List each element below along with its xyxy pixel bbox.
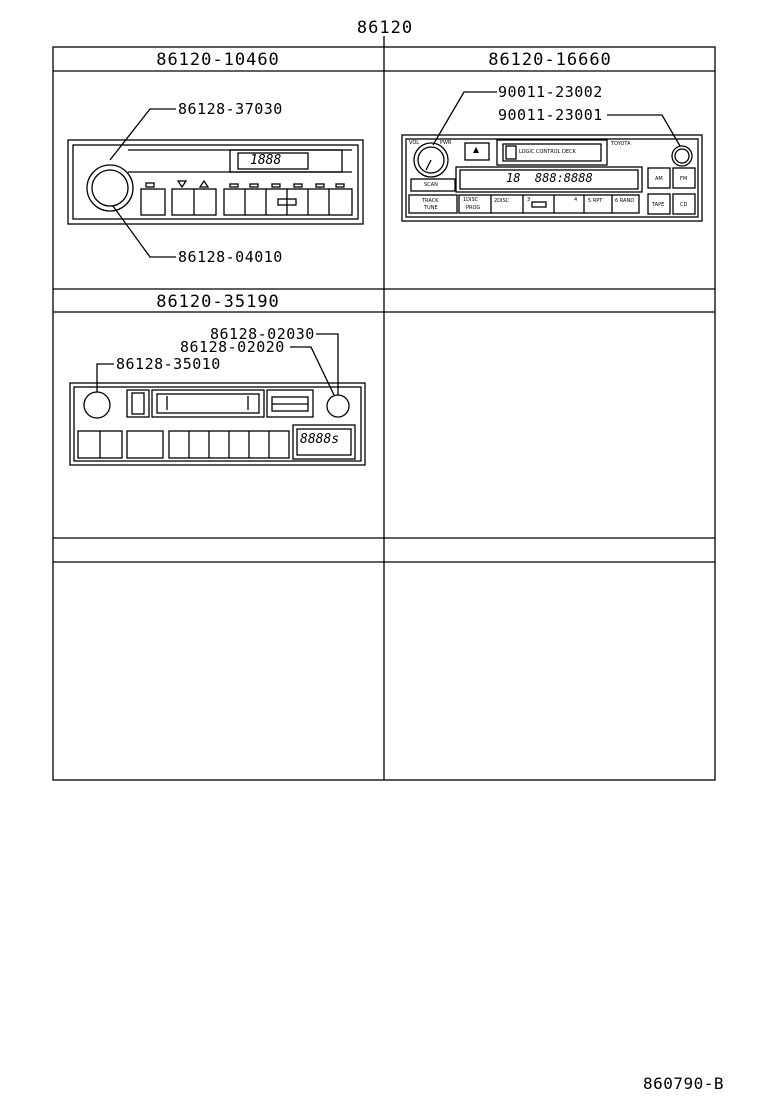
- radio2-disc-label: 1DISC: [463, 197, 479, 203]
- radio2-prog-label: PROG: [466, 205, 481, 211]
- header-top-right: 86120-16660: [488, 50, 612, 70]
- radio2-pwr-label: PWR: [440, 140, 452, 146]
- callout-86128-02020: 86128-02020: [180, 338, 285, 356]
- callout-90011-23002: 90011-23002: [498, 83, 603, 101]
- callout-86128-02030: 86128-02030: [210, 325, 315, 343]
- radio2-tune-label: TUNE: [424, 205, 438, 211]
- radio2-btn5-label: 5 RPT: [588, 198, 603, 204]
- leader-lines-10460: [109, 108, 176, 258]
- callout-86128-37030: 86128-37030: [178, 100, 283, 118]
- radio2-btn6-label: 6 RAND: [615, 198, 635, 204]
- drawing-id: 860790-B: [643, 1074, 725, 1093]
- radio2-display-text: 18 888:8888: [506, 171, 593, 185]
- callout-86128-35010: 86128-35010: [116, 355, 221, 373]
- radio1-display-text: 1888: [250, 153, 282, 168]
- leader-lines-35190: [96, 333, 339, 396]
- radio2-track-label: TRACK: [422, 198, 439, 204]
- table-grid: [52, 36, 716, 781]
- callout-86128-04010: 86128-04010: [178, 248, 283, 266]
- radio2-eject-icon: ▲: [473, 145, 480, 154]
- radio2-cd-label: CD: [680, 202, 688, 208]
- leader-lines-16660: [432, 91, 681, 147]
- radio2-deck-label: LOGIC CONTROL DECK: [519, 149, 576, 155]
- radio-unit-10460: [67, 139, 364, 225]
- header-top-left: 86120-10460: [156, 50, 280, 70]
- radio2-am-label: AM: [655, 176, 663, 182]
- radio-unit-35190: [69, 382, 366, 466]
- radio2-tape-label: TAPE: [652, 202, 665, 208]
- callout-90011-23001: 90011-23001: [498, 106, 603, 124]
- radio2-vol-label: VOL: [409, 140, 420, 146]
- radio2-scan-label: SCAN: [424, 182, 438, 188]
- radio2-brand: TOYOTA: [611, 141, 631, 147]
- radio-unit-16660: [401, 134, 703, 222]
- radio3-display-text: 8888s: [300, 432, 340, 447]
- header-middle-left: 86120-35190: [156, 292, 280, 312]
- radio2-fm-label: FM: [680, 176, 688, 182]
- radio2-btn2-label: 2DISC: [494, 198, 510, 204]
- assembly-number: 86120: [356, 18, 414, 38]
- radio2-btn3-label: 3: [527, 197, 531, 203]
- radio2-btn4-label: 4: [574, 197, 578, 203]
